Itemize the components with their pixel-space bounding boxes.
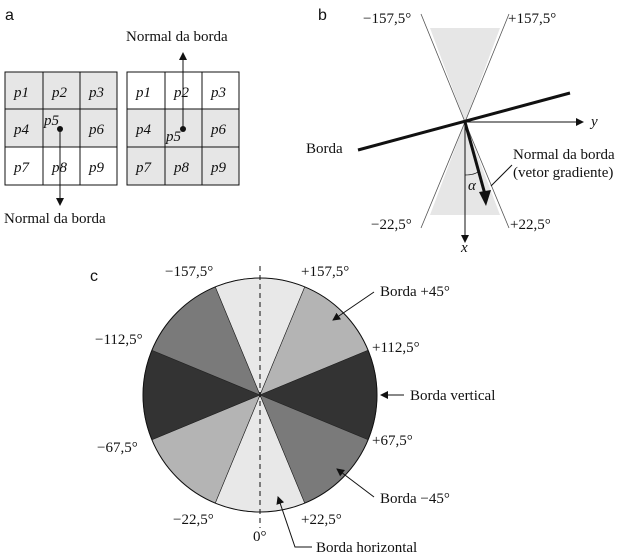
b-edge-label: Borda [306,141,343,157]
c-angle-bottom-left: −22,5° [173,512,214,528]
left-cell-9 [79,146,118,186]
borda-45-arrow [332,291,375,321]
panel-a-label: a [5,7,14,24]
c-angle-lower-right: +67,5° [372,433,413,449]
b-angle-bottom-right: +22,5° [510,217,551,233]
left-cell-label-2: p2 [51,85,68,101]
normal-vector-head [479,190,491,206]
right-cell-label-4: p4 [135,122,152,138]
panel-c-text: −157,5° +157,5° −112,5° +112,5° −67,5° +… [95,264,495,556]
left-cell-1 [4,71,44,110]
right-cell-3 [201,71,240,110]
left-normal-label: Normal da borda [4,211,106,227]
right-cell-6 [201,108,240,148]
c-label-borda-horizontal: Borda horizontal [316,540,417,556]
b-normal-label-2: (vetor gradiente) [513,165,613,181]
c-angle-upper-left: −112,5° [95,332,143,348]
b-axis-y-label: y [589,114,598,130]
right-pixel-grid [126,71,240,186]
panel-b-text: −157,5° +157,5° −22,5° +22,5° y x Borda … [306,11,615,256]
b-axis-x-label: x [460,240,468,256]
c-label-borda-minus45: Borda −45° [380,491,450,507]
b-normal-label-1: Normal da borda [513,147,615,163]
sector-boundaries [420,13,510,229]
right-cell-label-9: p9 [210,160,227,176]
right-cell-9 [201,146,240,186]
alpha-arc [464,170,480,176]
c-angle-top-right: +157,5° [301,264,349,280]
panel-c-label: c [90,268,98,285]
right-cell-label-5: p5 [165,129,182,145]
right-cell-7 [126,146,166,186]
left-cell-label-1: p1 [13,85,29,101]
b-angle-bottom-left: −22,5° [371,217,412,233]
left-cell-8 [42,146,81,186]
right-cell-4 [126,108,166,148]
edge-line [357,91,571,152]
right-cell-label-1: p1 [135,85,151,101]
right-cell-label-2: p2 [173,85,190,101]
left-cell-label-7: p7 [13,160,31,176]
left-cell-7 [4,146,44,186]
c-label-borda-vertical: Borda vertical [410,388,495,404]
upper-sector [430,28,500,122]
left-cell-label-6: p6 [88,122,105,138]
left-pixel-grid [4,71,118,186]
right-grid-labels: p1 p2 p3 p4 p5 p6 p7 p8 p9 [135,85,227,176]
left-cell-label-9: p9 [88,160,105,176]
c-angle-bottom-right: +22,5° [301,512,342,528]
right-normal-label: Normal da borda [126,29,228,45]
normal-leader-line [490,164,513,187]
borda-horizontal-arrow [276,496,312,548]
right-cell-label-8: p8 [173,160,190,176]
borda-minus45-arrow [336,468,375,498]
c-angle-upper-right: +112,5° [372,340,420,356]
left-cell-label-8: p8 [51,160,68,176]
right-cell-label-7: p7 [135,160,153,176]
left-cell-label-4: p4 [13,122,30,138]
right-cell-label-6: p6 [210,122,227,138]
b-angle-top-left: −157,5° [363,11,411,27]
right-cell-8 [164,146,203,186]
c-angle-lower-left: −67,5° [97,440,138,456]
c-angle-top-left: −157,5° [165,264,213,280]
left-cell-label-5: p5 [43,113,60,129]
panel-b-label: b [318,7,327,24]
b-angle-top-right: +157,5° [508,11,556,27]
left-cell-2 [42,71,81,110]
c-label-borda-45: Borda +45° [380,284,450,300]
b-alpha-label: α [468,178,477,194]
right-cell-label-3: p3 [210,85,226,101]
normal-vector [463,121,488,199]
left-cell-6 [79,108,118,148]
left-cell-label-3: p3 [88,85,104,101]
c-angle-bottom: 0° [253,529,267,545]
left-grid-labels: p1 p2 p3 p4 p5 p6 p7 p8 p9 [13,85,105,176]
